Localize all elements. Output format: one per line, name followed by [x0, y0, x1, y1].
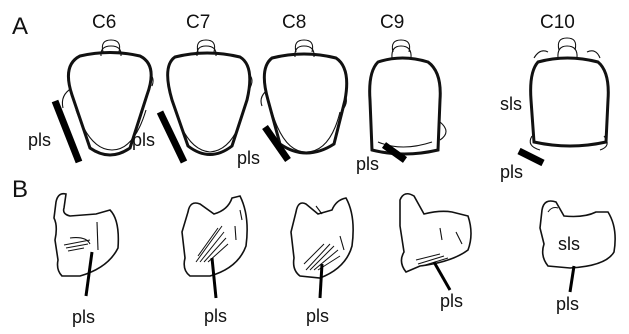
marker-label-c7: pls	[132, 130, 155, 150]
column-label-c8: C8	[282, 12, 306, 33]
lateral-view-5: sls pls	[540, 201, 615, 314]
pls-pointer-b3	[320, 264, 322, 298]
vertebra-c8: pls	[237, 40, 347, 168]
sls-label-b5: sls	[558, 234, 580, 254]
panel-label-a: A	[12, 13, 28, 40]
marker-label-c10: pls	[500, 162, 523, 182]
pls-bar-c6	[55, 101, 79, 162]
column-label-c6: C6	[92, 12, 116, 33]
vertebra-c10: pls sls	[500, 38, 608, 182]
marker-label-c8: pls	[237, 148, 260, 168]
vertebra-c9: pls	[356, 40, 446, 174]
sls-label-c10: sls	[500, 94, 522, 114]
marker-label-c6: pls	[28, 130, 51, 150]
marker-label-b5: pls	[556, 294, 579, 314]
column-label-c9: C9	[380, 12, 404, 33]
lateral-view-1: pls	[54, 194, 118, 327]
marker-label-b3: pls	[306, 306, 329, 326]
column-label-c10: C10	[540, 12, 575, 33]
pls-pointer-b4	[434, 262, 450, 290]
vertebra-c7: pls	[132, 40, 252, 162]
pls-pointer-b5	[570, 266, 574, 292]
column-label-c7: C7	[186, 12, 210, 33]
lateral-view-3: pls	[291, 198, 353, 326]
lateral-view-2: pls	[182, 196, 247, 326]
marker-label-b2: pls	[204, 306, 227, 326]
marker-label-b4: pls	[440, 291, 463, 311]
marker-label-b1: pls	[72, 307, 95, 327]
marker-label-c9: pls	[356, 154, 379, 174]
panel-label-b: B	[12, 176, 28, 203]
lateral-view-4: pls	[400, 194, 471, 311]
